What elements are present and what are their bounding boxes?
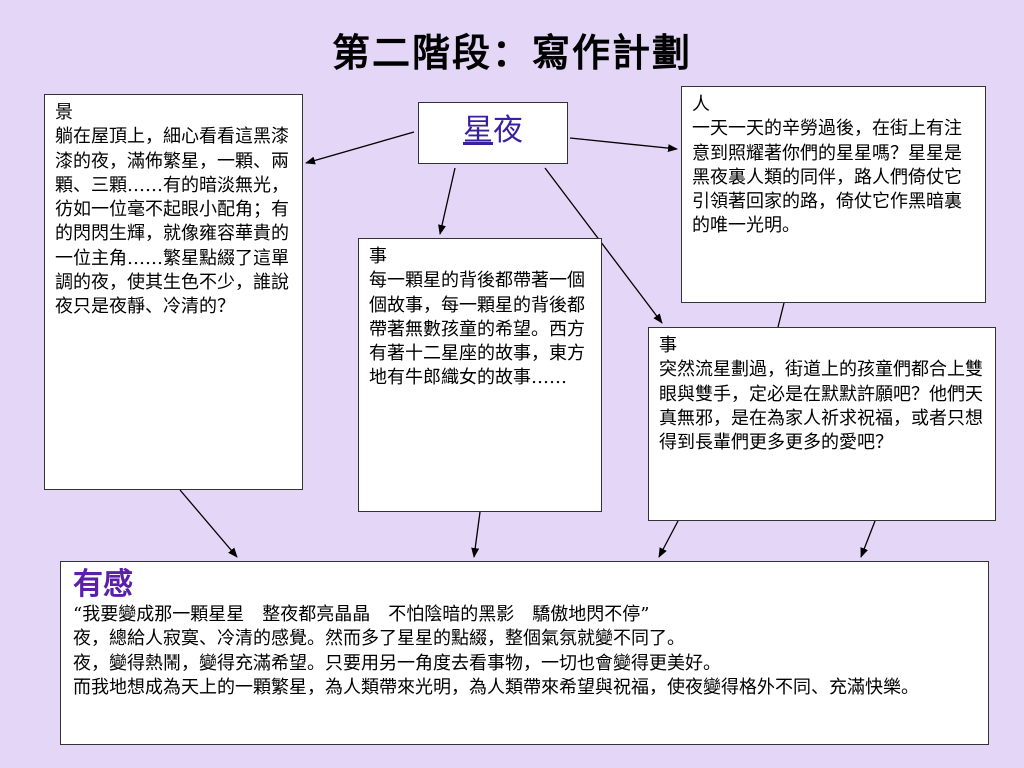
topic-box: 星夜: [418, 102, 568, 164]
arrow-center-to-person: [569, 137, 678, 153]
event1-heading: 事: [369, 246, 387, 267]
feeling-box: 有感 “我要變成那一顆星星 整夜都亮晶晶 不怕陰暗的黑影 驕傲地閃不停” 夜，總…: [60, 561, 989, 745]
event2-heading: 事: [659, 335, 677, 356]
arrow-event1-to-feeling: [471, 511, 481, 558]
arrow-scene-to-feeling: [179, 489, 238, 558]
arrow-event2-to-feeling-a: [658, 520, 679, 558]
person-heading: 人: [692, 94, 710, 115]
arrow-center-to-scene: [305, 131, 415, 165]
person-text: 一天一天的辛勞過後，在街上有注意到照耀著你們的星星嗎？星星是黑夜裏人類的同伴，路…: [692, 118, 962, 237]
feeling-line: “我要變成那一顆星星 整夜都亮晶晶 不怕陰暗的黑影 驕傲地閃不停”: [73, 604, 650, 625]
feeling-line: 而我地想成為天上的一顆繁星，為人類帶來光明，為人類帶來希望與祝福，使夜變得格外不…: [73, 676, 919, 698]
arrow-event2-to-feeling-b: [860, 520, 876, 558]
arrow-center-to-event2: [544, 167, 663, 324]
event-box-1: 事 每一顆星的背後都帶著一個個故事，每一顆星的背後都帶著無數孩童的希望。西方有著…: [358, 238, 602, 512]
topic-char-night: 夜: [493, 113, 523, 148]
topic-char-star: 星: [463, 113, 493, 148]
event2-text: 突然流星劃過，街道上的孩童們都合上雙眼與雙手，定必是在默默許願吧？他們天真無邪，…: [659, 359, 983, 454]
scene-heading: 景: [55, 102, 73, 123]
scene-text: 躺在屋頂上，細心看看這黑漆漆的夜，滿佈繁星，一顆、兩顆、三顆……有的暗淡無光，彷…: [55, 126, 289, 318]
feeling-line: 夜，總給人寂寞、冷清的感覺。然而多了星星的點綴，整個氣氛就變不同了。: [73, 628, 685, 650]
feeling-line: 夜，變得熱鬧，變得充滿希望。只要用另一角度去看事物，一切也會變得更美好。: [73, 652, 721, 674]
event-box-2: 事 突然流星劃過，街道上的孩童們都合上雙眼與雙手，定必是在默默許願吧？他們天真無…: [648, 327, 996, 521]
person-box: 人 一天一天的辛勞過後，在街上有注意到照耀著你們的星星嗎？星星是黑夜裏人類的同伴…: [681, 86, 986, 303]
scene-box: 景 躺在屋頂上，細心看看這黑漆漆的夜，滿佈繁星，一顆、兩顆、三顆……有的暗淡無光…: [44, 94, 303, 490]
line-person-to-event2: [777, 302, 785, 328]
page-title: 第二階段：寫作計劃: [331, 30, 692, 75]
event1-text: 每一顆星的背後都帶著一個個故事，每一顆星的背後都帶著無數孩童的希望。西方有著十二…: [369, 270, 585, 389]
arrow-center-to-event1: [438, 167, 456, 235]
feeling-heading: 有感: [73, 567, 133, 602]
